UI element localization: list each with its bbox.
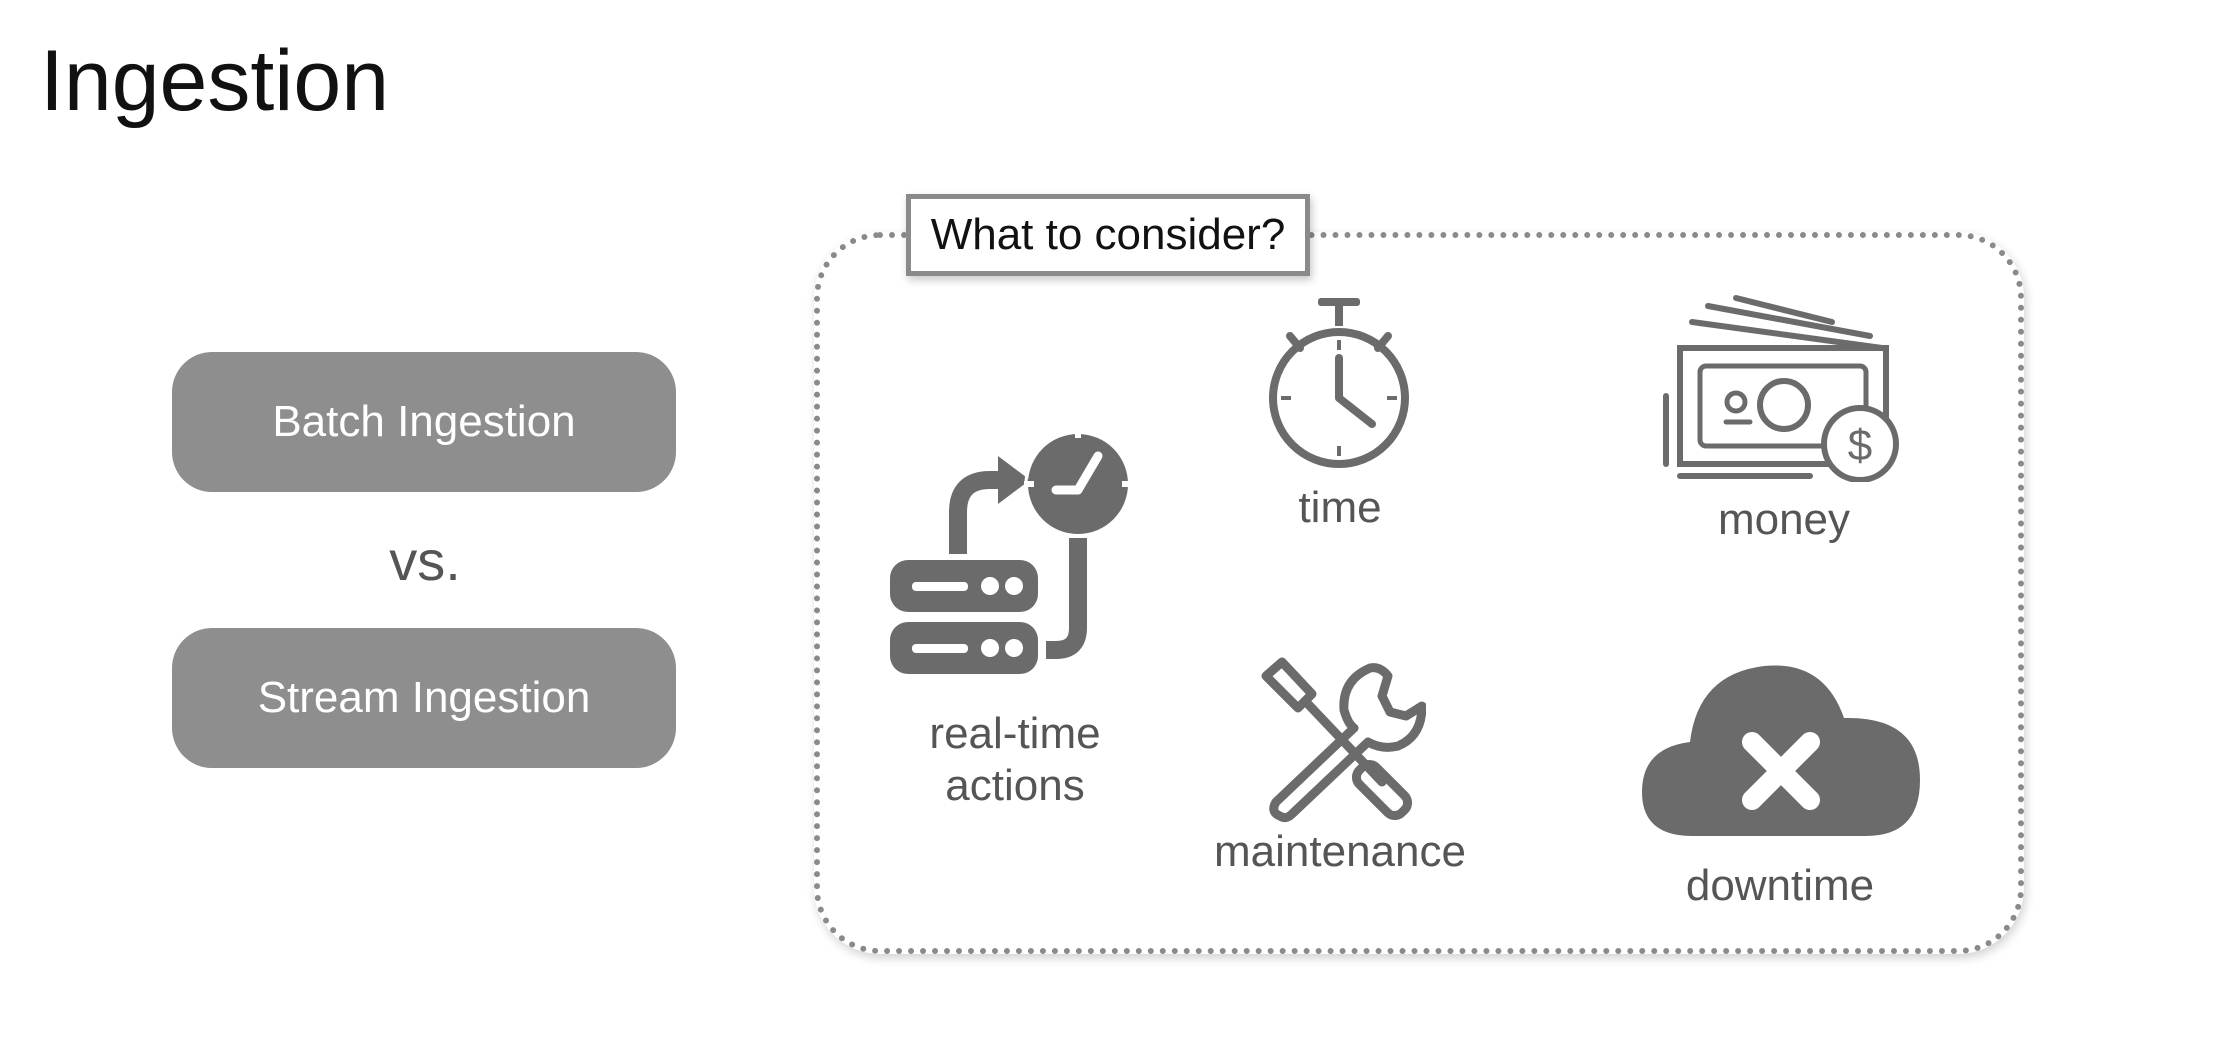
server-clock-icon bbox=[890, 428, 1132, 674]
considerations-panel bbox=[814, 232, 2024, 954]
maintenance-label: maintenance bbox=[1214, 827, 1466, 876]
cloud-error-icon bbox=[1642, 665, 1920, 836]
considerations-heading: What to consider? bbox=[906, 194, 1310, 276]
svg-text:$: $ bbox=[1848, 421, 1872, 470]
vs-label: vs. bbox=[389, 529, 461, 592]
stopwatch-icon bbox=[1269, 298, 1409, 468]
tools-icon bbox=[1261, 657, 1426, 823]
money-label: money bbox=[1717, 495, 1851, 544]
batch-ingestion-button: Batch Ingestion bbox=[172, 352, 676, 492]
money-icon: $ bbox=[1663, 295, 1899, 482]
real-time-actions-label: real-time actions bbox=[929, 709, 1101, 810]
page-title: Ingestion bbox=[40, 33, 390, 129]
stream-ingestion-button: Stream Ingestion bbox=[172, 628, 676, 768]
time-label: time bbox=[1298, 483, 1382, 532]
downtime-label: downtime bbox=[1685, 861, 1875, 910]
